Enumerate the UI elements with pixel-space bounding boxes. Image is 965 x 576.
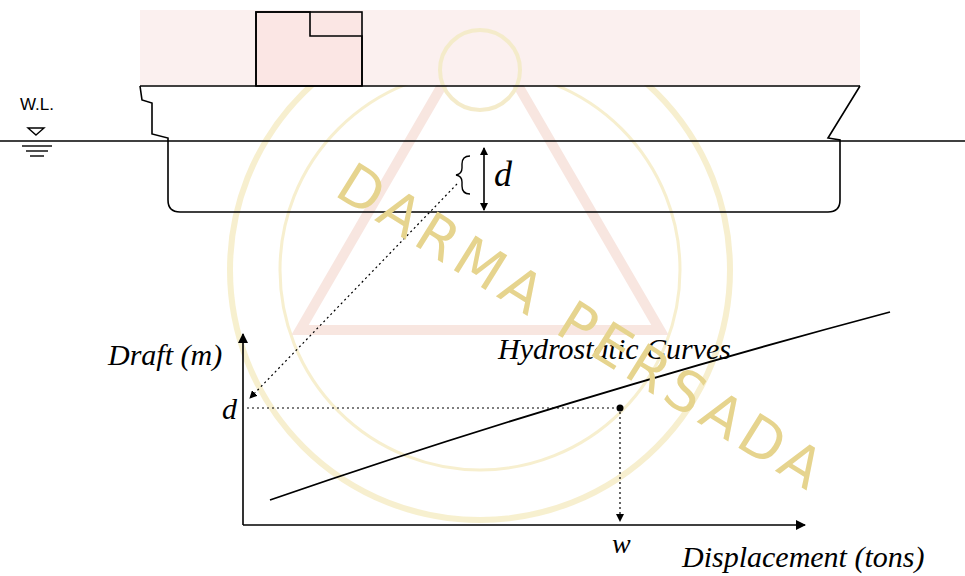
ship-hull bbox=[140, 12, 860, 212]
waterline-label: W.L. bbox=[20, 96, 54, 113]
curve-point bbox=[617, 405, 624, 412]
dotted-draft-line bbox=[247, 407, 616, 408]
dotted-displacement-line bbox=[619, 412, 620, 521]
axis-value: d bbox=[222, 394, 237, 424]
axis-title: Draft (m) bbox=[108, 340, 222, 370]
axis-title: Displacement (tons) bbox=[682, 542, 924, 572]
draft-dimension bbox=[456, 148, 484, 210]
waterline bbox=[0, 140, 965, 141]
watermark-logo bbox=[140, 10, 860, 520]
draft-symbol: d bbox=[494, 156, 512, 192]
waterline-symbol bbox=[22, 128, 52, 156]
axis-value: w bbox=[612, 530, 631, 558]
